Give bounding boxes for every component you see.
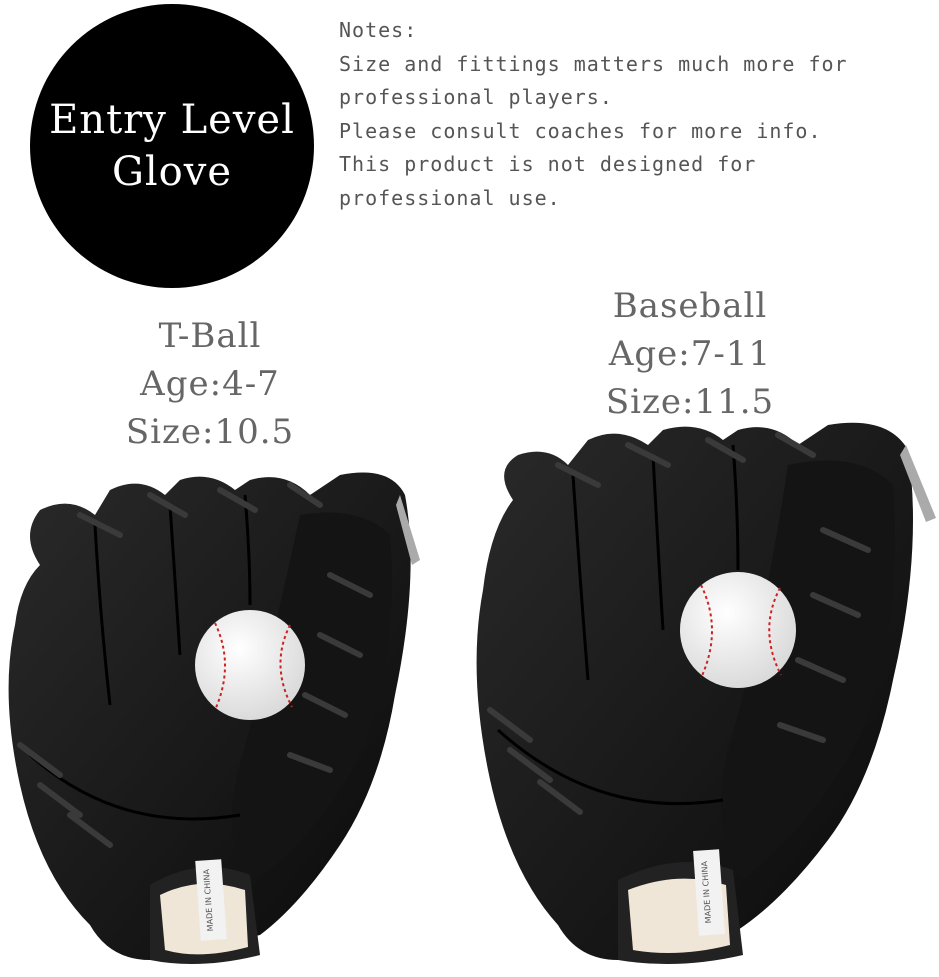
- product-age: Age:4-7: [140, 364, 280, 404]
- product-size: Size:11.5: [605, 382, 775, 422]
- product-age: Age:7-11: [608, 334, 772, 374]
- notes-line: Size and fittings matters much more for: [339, 51, 848, 76]
- notes-line: This product is not designed for: [339, 152, 757, 176]
- tball-glove-image: MADE IN CHINA: [0, 455, 440, 973]
- glove-icon: MADE IN CHINA: [8, 472, 420, 964]
- product-size: Size:10.5: [125, 412, 295, 452]
- notes-block: Notes: Size and fittings matters much mo…: [339, 14, 929, 215]
- baseball-spec: Baseball Age:7-11 Size:11.5: [590, 282, 790, 426]
- notes-line: professional players.: [339, 85, 613, 109]
- product-name: Baseball: [612, 286, 768, 326]
- tball-spec: T-Ball Age:4-7 Size:10.5: [105, 312, 315, 456]
- badge-line-2: Glove: [111, 149, 233, 195]
- product-name: T-Ball: [158, 316, 262, 356]
- notes-line: Notes:: [339, 18, 418, 42]
- notes-line: Please consult coaches for more info.: [339, 118, 822, 143]
- baseball-glove-image: MADE IN CHINA: [468, 410, 938, 973]
- entry-level-badge: Entry Level Glove: [30, 4, 314, 288]
- tball-made-in-china: MADE IN CHINA: [202, 868, 215, 931]
- notes-line: professional use.: [339, 185, 561, 210]
- baseball-made-in-china: MADE IN CHINA: [700, 860, 713, 923]
- glove-icon: MADE IN CHINA: [476, 422, 936, 964]
- badge-line-1: Entry Level: [49, 97, 295, 143]
